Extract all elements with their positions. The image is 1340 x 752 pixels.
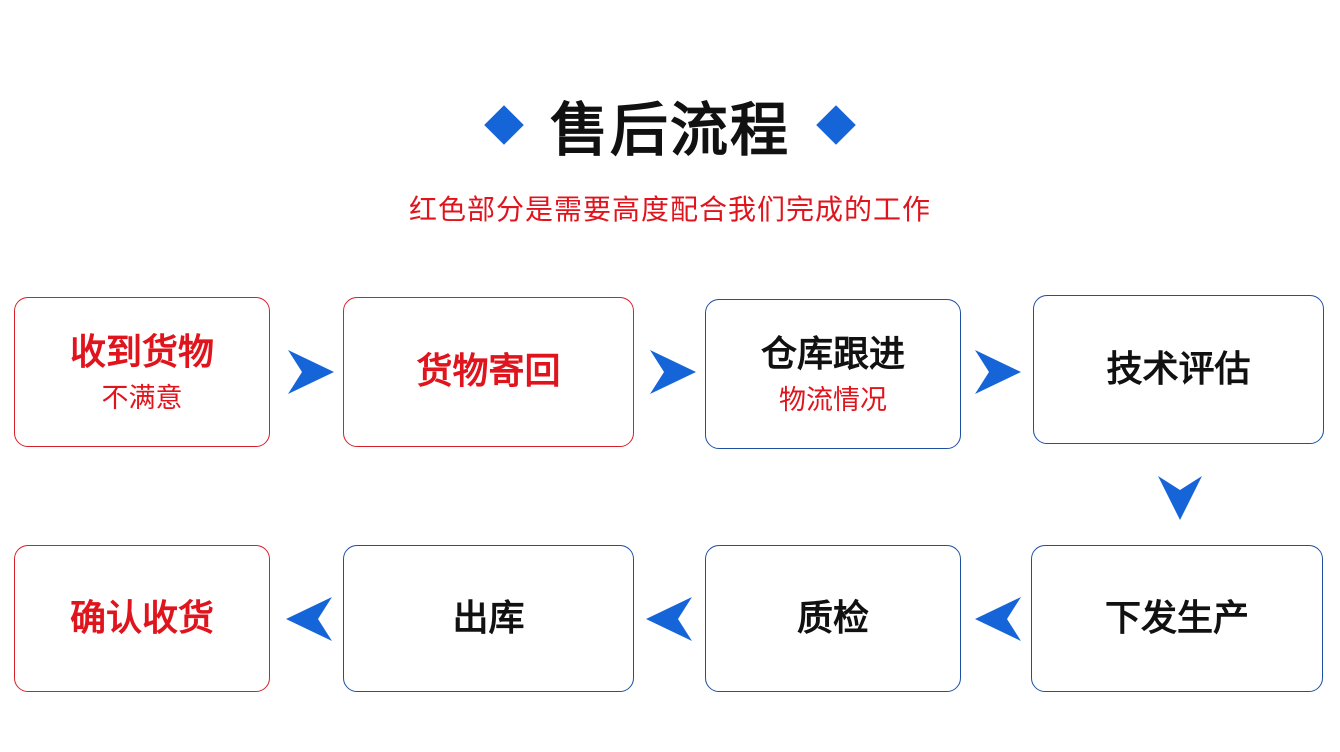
- step-warehouse-follow-up: 仓库跟进 物流情况: [705, 299, 961, 449]
- step-receive-goods-label: 收到货物: [69, 331, 214, 373]
- page-subtitle: 红色部分是需要高度配合我们完成的工作: [408, 193, 931, 226]
- step-return-goods: 货物寄回: [343, 297, 634, 447]
- step-confirm-receipt-label: 确认收货: [69, 597, 214, 639]
- step-technical-assessment: 技术评估: [1033, 295, 1324, 444]
- arrow-right-icon: [975, 350, 1021, 394]
- step-quality-check: 质检: [705, 545, 961, 692]
- step-warehouse-follow-up-label: 仓库跟进: [760, 333, 905, 375]
- step-production-label: 下发生产: [1104, 597, 1249, 639]
- diamond-left-icon: [484, 105, 524, 145]
- step-outbound-label: 出库: [452, 597, 525, 639]
- arrow-right-icon: [288, 350, 334, 394]
- arrow-right-icon: [650, 350, 696, 394]
- arrow-down-icon: [1158, 476, 1202, 520]
- step-receive-goods: 收到货物 不满意: [14, 297, 270, 447]
- page-title: 售后流程: [549, 96, 790, 164]
- step-production: 下发生产: [1031, 545, 1323, 692]
- step-return-goods-label: 货物寄回: [416, 351, 561, 393]
- title-row: 售后流程: [0, 80, 1340, 170]
- step-outbound: 出库: [343, 545, 634, 692]
- step-warehouse-follow-up-note: 物流情况: [779, 384, 887, 416]
- arrow-left-icon: [646, 597, 692, 641]
- diamond-right-icon: [816, 105, 856, 145]
- step-receive-goods-note: 不满意: [101, 382, 183, 414]
- arrow-left-icon: [286, 597, 332, 641]
- step-technical-assessment-label: 技术评估: [1106, 348, 1251, 390]
- step-quality-check-label: 质检: [796, 597, 869, 639]
- step-confirm-receipt: 确认收货: [14, 545, 270, 692]
- arrow-left-icon: [975, 597, 1021, 641]
